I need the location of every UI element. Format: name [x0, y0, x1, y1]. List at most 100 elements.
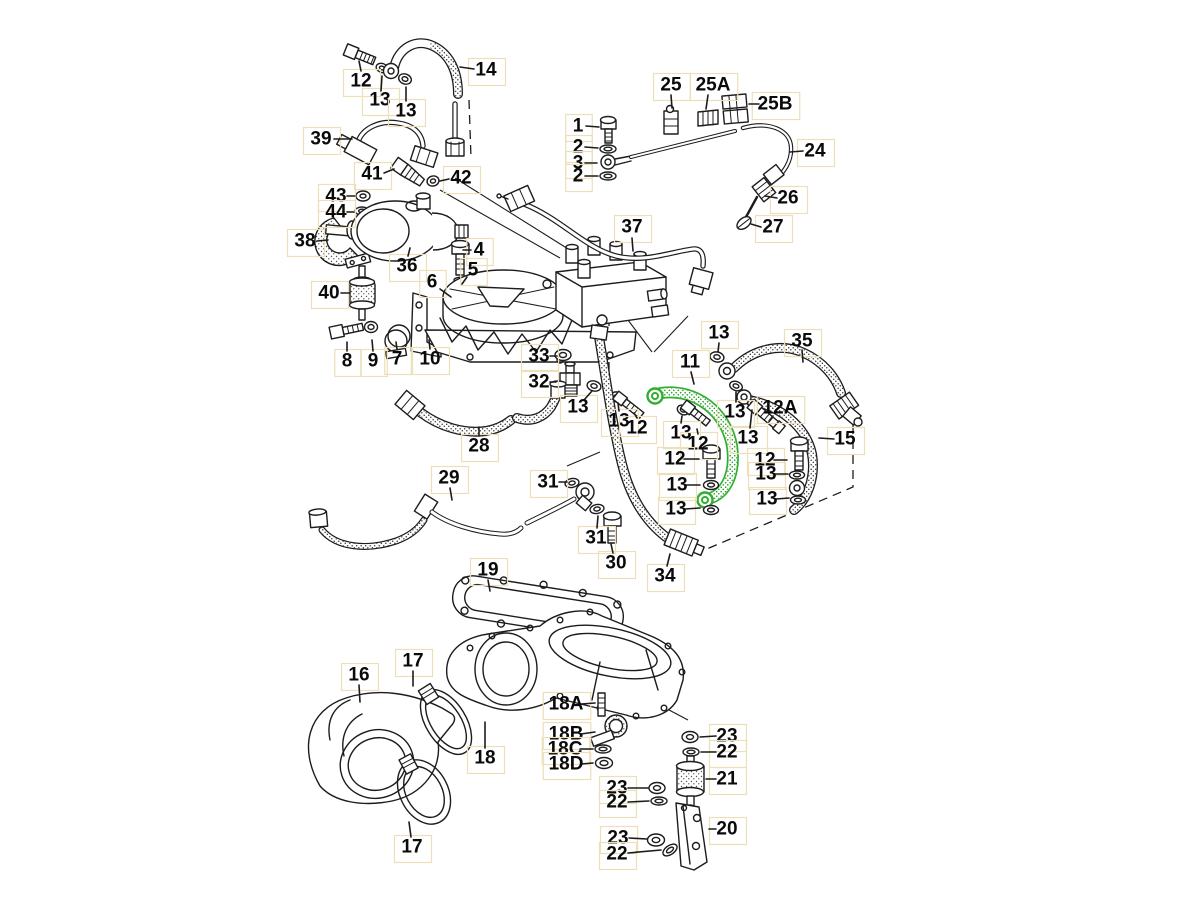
- part-label-26-20[interactable]: 26: [764, 185, 809, 215]
- part-label-33-30[interactable]: 33: [520, 343, 560, 373]
- part-11-hose-highlighted[interactable]: [646, 386, 739, 509]
- part-label-19-40[interactable]: 19: [469, 557, 509, 592]
- part-label-23-67[interactable]: 23: [599, 825, 648, 855]
- svg-text:31: 31: [537, 472, 559, 493]
- part-label-32-31[interactable]: 32: [520, 369, 560, 399]
- svg-text:3: 3: [573, 153, 584, 174]
- svg-text:6: 6: [427, 272, 438, 293]
- svg-text:13: 13: [737, 428, 758, 449]
- part-label-16-57[interactable]: 16: [340, 662, 380, 703]
- part-label-39-4[interactable]: 39: [302, 126, 353, 156]
- part-label-17-58[interactable]: 17: [394, 648, 434, 687]
- part-label-22-66[interactable]: 22: [598, 789, 650, 819]
- part-label-13-51[interactable]: 13: [729, 409, 769, 455]
- svg-text:8: 8: [342, 351, 353, 372]
- part-label-2-15[interactable]: 2: [565, 163, 599, 193]
- part-18abcd-art: [589, 692, 628, 770]
- part-43-nut-art: [355, 190, 371, 202]
- part-label-34-41[interactable]: 34: [646, 553, 686, 593]
- part-24-cable-art: [629, 123, 794, 231]
- part-label-35-53[interactable]: 35: [783, 328, 823, 363]
- part-1-2-3-art: [599, 115, 632, 181]
- part-label-25B-18[interactable]: 25B: [748, 91, 801, 121]
- part-label-18C-63[interactable]: 18C: [541, 736, 594, 766]
- part-40-mount-art: [348, 265, 376, 321]
- part-34-hose-art: [589, 324, 705, 557]
- svg-text:17: 17: [401, 837, 422, 858]
- part-label-9-27[interactable]: 9: [360, 339, 388, 378]
- part-label-40-10[interactable]: 40: [310, 280, 351, 310]
- part-label-13-55[interactable]: 13: [747, 461, 789, 491]
- part-label-20-72[interactable]: 20: [708, 816, 748, 846]
- part-label-18A-61[interactable]: 18A: [542, 691, 596, 721]
- part-label-13-33[interactable]: 13: [559, 390, 599, 424]
- part-12a-cluster-art: [709, 351, 809, 505]
- part-18-manifold-art: [446, 608, 686, 720]
- part-label-28-32[interactable]: 28: [460, 426, 500, 463]
- part-label-18D-64[interactable]: 18D: [542, 751, 594, 781]
- part-label-1-12[interactable]: 1: [565, 113, 600, 143]
- svg-text:16: 16: [348, 665, 369, 686]
- svg-text:15: 15: [834, 429, 856, 450]
- part-label-24-19[interactable]: 24: [789, 138, 836, 168]
- part-label-13-49[interactable]: 13: [716, 391, 756, 429]
- part-label-31-38[interactable]: 31: [577, 515, 617, 555]
- part-label-25A-17[interactable]: 25A: [689, 72, 739, 110]
- part-label-37-22[interactable]: 37: [613, 214, 653, 252]
- svg-text:38: 38: [294, 231, 315, 252]
- part-label-13-56[interactable]: 13: [748, 486, 790, 516]
- svg-text:39: 39: [310, 129, 331, 150]
- svg-text:37: 37: [621, 217, 642, 238]
- part-label-29-36[interactable]: 29: [430, 465, 470, 501]
- svg-text:12: 12: [350, 71, 371, 92]
- part-label-36-11[interactable]: 36: [388, 247, 428, 283]
- part-12-bolt-art: [342, 43, 377, 66]
- part-label-12-46[interactable]: 12: [656, 446, 700, 476]
- svg-text:41: 41: [361, 164, 383, 185]
- part-label-14-3[interactable]: 14: [459, 57, 507, 87]
- part-label-7-28[interactable]: 7: [384, 341, 412, 376]
- part-label-27-21[interactable]: 27: [750, 214, 794, 244]
- part-label-8-26[interactable]: 8: [334, 341, 362, 378]
- part-label-17-59[interactable]: 17: [393, 821, 433, 864]
- part-label-6-25[interactable]: 6: [419, 269, 452, 299]
- part-label-12A-50[interactable]: 12A: [756, 395, 806, 425]
- part-label-13-42[interactable]: 13: [700, 320, 740, 353]
- part-37-pipe-art: [496, 184, 714, 296]
- part-label-5-24[interactable]: 5: [460, 257, 488, 287]
- part-label-22-68[interactable]: 22: [598, 841, 662, 871]
- part-label-25-16[interactable]: 25: [652, 72, 692, 109]
- part-label-31-37[interactable]: 31: [529, 469, 569, 499]
- part-label-13-1[interactable]: 13: [361, 75, 401, 117]
- part-16-elbow-art: [307, 691, 456, 805]
- svg-text:11: 11: [680, 352, 701, 373]
- svg-text:40: 40: [318, 283, 339, 304]
- part-label-21-71[interactable]: 21: [705, 766, 748, 796]
- part-36-damper-art: [324, 192, 469, 262]
- svg-text:12: 12: [754, 450, 775, 471]
- part-label-10-29[interactable]: 10: [411, 339, 451, 376]
- part-label-18-60[interactable]: 18: [466, 721, 506, 775]
- part-label-38-9[interactable]: 38: [286, 228, 329, 258]
- part-label-42-6[interactable]: 42: [439, 165, 482, 195]
- part-label-18B-62[interactable]: 18B: [542, 721, 596, 751]
- svg-text:13: 13: [724, 402, 745, 423]
- part-label-13-47[interactable]: 13: [658, 472, 701, 502]
- part-label-2-13[interactable]: 2: [565, 134, 599, 164]
- part-label-44-8[interactable]: 44: [317, 199, 357, 229]
- svg-text:13: 13: [665, 499, 686, 520]
- part-label-15-52[interactable]: 15: [818, 426, 866, 456]
- part-label-12-35[interactable]: 12: [618, 412, 658, 445]
- part-label-23-69[interactable]: 23: [699, 723, 748, 753]
- part-label-43-7[interactable]: 43: [317, 183, 357, 213]
- svg-text:34: 34: [654, 566, 676, 587]
- part-label-13-48[interactable]: 13: [657, 496, 701, 526]
- part-label-22-70[interactable]: 22: [700, 739, 748, 769]
- part-label-13-2[interactable]: 13: [387, 86, 427, 128]
- part-label-11-43[interactable]: 11: [671, 349, 711, 385]
- part-label-30-39[interactable]: 30: [597, 543, 637, 580]
- part-label-4-23[interactable]: 4: [462, 237, 494, 267]
- svg-text:32: 32: [528, 372, 549, 393]
- part-label-41-5[interactable]: 41: [353, 161, 395, 191]
- svg-text:30: 30: [605, 553, 626, 574]
